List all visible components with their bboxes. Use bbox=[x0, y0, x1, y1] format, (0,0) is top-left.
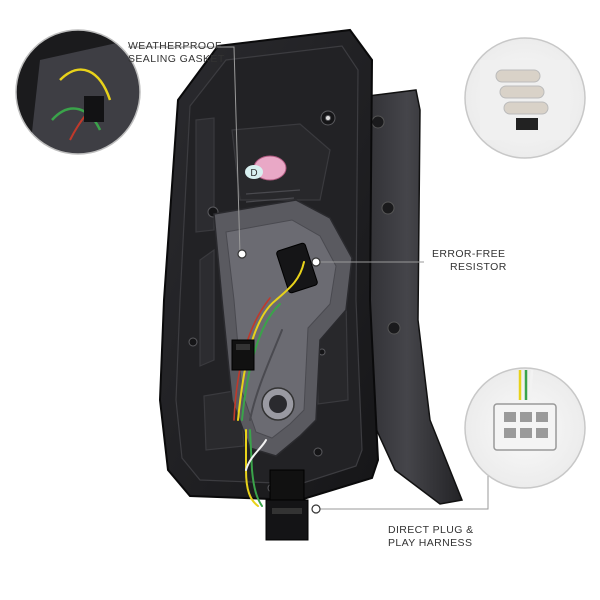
callout-resistor-line1: ERROR-FREE bbox=[432, 248, 506, 260]
callout-gasket-line2: SEALING GASKET bbox=[128, 53, 225, 65]
zoom-harness bbox=[464, 367, 586, 489]
flange-mount-points bbox=[371, 115, 401, 335]
callout-harness-line2: PLAY HARNESS bbox=[388, 537, 473, 549]
connectors bbox=[231, 339, 309, 541]
zoom-resistor bbox=[464, 37, 586, 159]
callout-harness-line1: DIRECT PLUG & bbox=[388, 524, 474, 536]
zoom-gasket bbox=[15, 29, 141, 155]
callout-resistor-line2: RESISTOR bbox=[450, 261, 507, 273]
callout-gasket-line1: WEATHERPROOF bbox=[128, 40, 222, 52]
callout-resistor: ERROR-FREE RESISTOR bbox=[432, 248, 507, 274]
resistor-module bbox=[276, 242, 318, 294]
sticker: D bbox=[245, 155, 287, 181]
callout-dots bbox=[237, 249, 321, 514]
sticker-letter: D bbox=[250, 168, 257, 179]
callout-harness: DIRECT PLUG & PLAY HARNESS bbox=[388, 524, 474, 550]
callout-lines bbox=[128, 46, 489, 510]
bulb-socket bbox=[261, 387, 295, 421]
callout-gasket: WEATHERPROOF SEALING GASKET bbox=[128, 40, 225, 66]
